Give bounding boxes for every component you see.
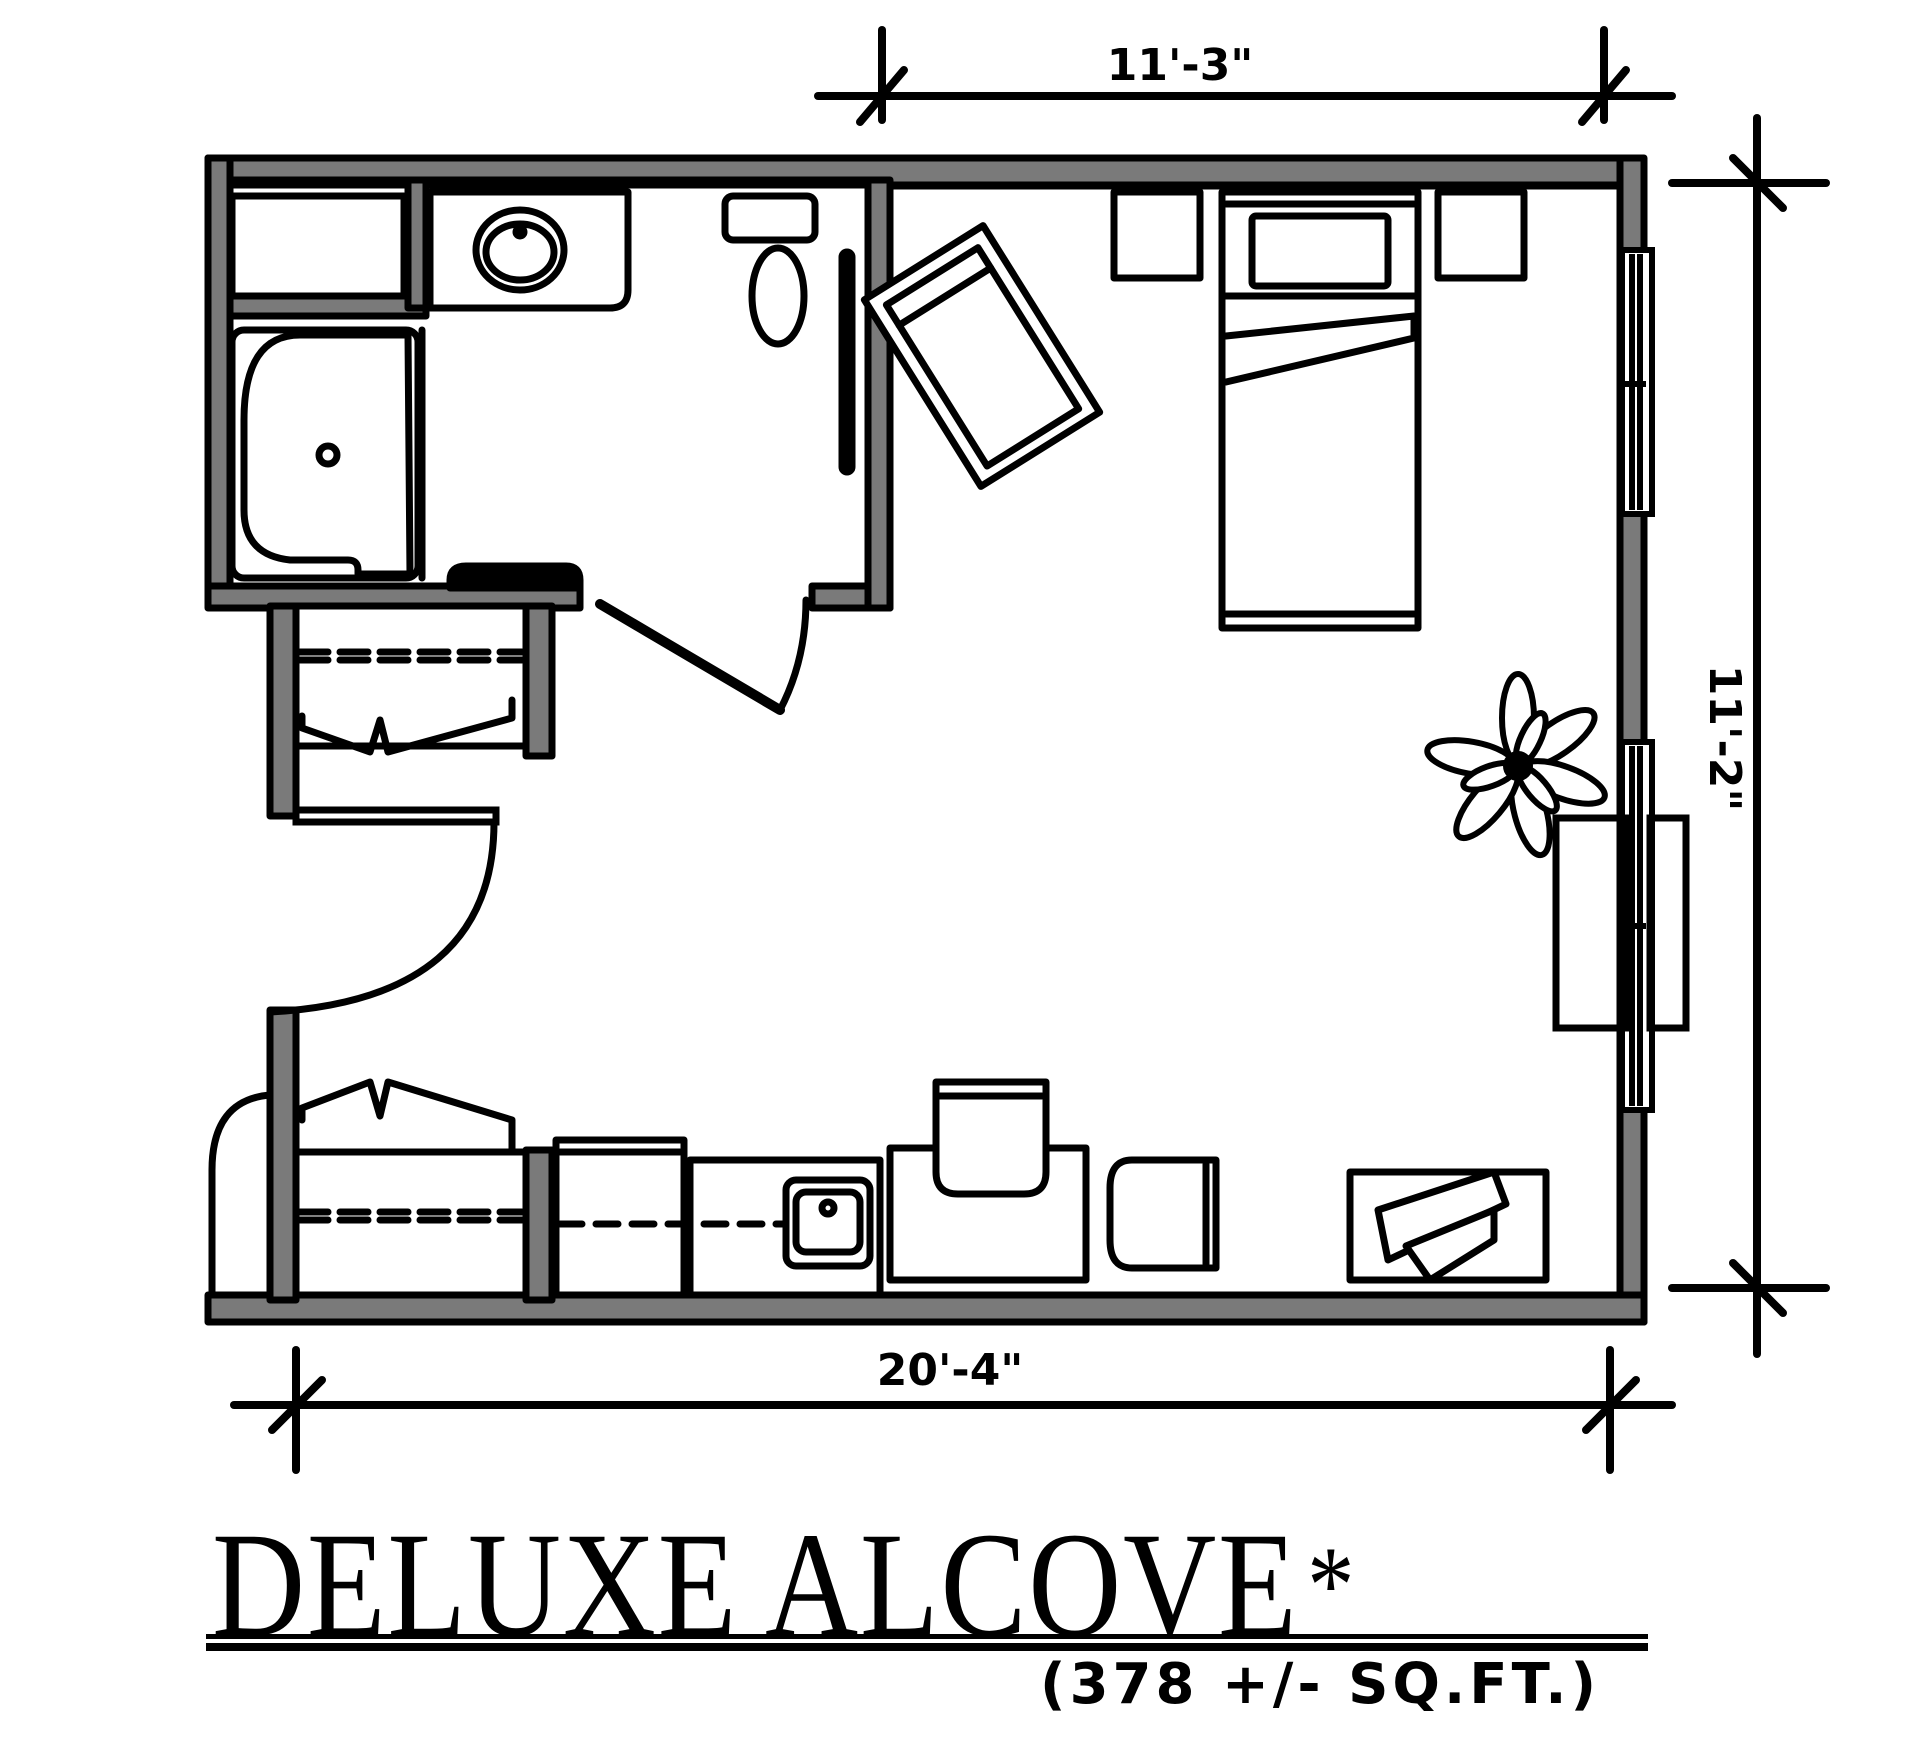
shower-drain bbox=[315, 442, 341, 468]
bedroom bbox=[860, 188, 1528, 632]
dimension-top-label: 11'-3" bbox=[1107, 40, 1254, 91]
dimension-right-label: 11'-2" bbox=[1699, 665, 1750, 812]
dimension-top bbox=[814, 26, 1676, 126]
television bbox=[1374, 1168, 1510, 1264]
dresser bbox=[1552, 814, 1690, 1032]
bathroom-door bbox=[595, 599, 785, 715]
area-label: (378 +/- SQ.FT.) bbox=[1040, 1652, 1601, 1717]
bed-sheet-fold bbox=[1222, 312, 1418, 386]
dimension-bottom bbox=[230, 1346, 1676, 1474]
entry-door-swing bbox=[266, 818, 498, 1016]
bathroom-door-swing bbox=[776, 596, 810, 714]
nightstand-right bbox=[1434, 188, 1528, 282]
grab-bar bbox=[838, 248, 856, 476]
plant bbox=[1424, 671, 1608, 859]
dimension-right bbox=[1668, 114, 1830, 1358]
desk-area bbox=[886, 1078, 1550, 1284]
armchair bbox=[860, 222, 1104, 490]
kitchenette bbox=[552, 1136, 884, 1299]
title-rule-bottom bbox=[206, 1643, 1648, 1651]
exterior-door-swing bbox=[208, 1091, 274, 1299]
asterisk-icon: * bbox=[1307, 1524, 1357, 1646]
side-chair bbox=[1106, 1156, 1220, 1272]
lower-closet-bifold bbox=[298, 1078, 516, 1154]
title-rule-top bbox=[206, 1634, 1648, 1639]
bathroom bbox=[228, 188, 856, 715]
dimension-bottom-label: 20'-4" bbox=[877, 1345, 1024, 1396]
nightstand-left bbox=[1110, 188, 1204, 282]
upper-closet-bifold bbox=[298, 696, 516, 756]
lower-closet bbox=[208, 1078, 530, 1299]
toilet-bowl bbox=[748, 244, 808, 348]
refrigerator bbox=[552, 1136, 688, 1299]
upper-closet bbox=[292, 602, 530, 820]
pillow bbox=[1248, 212, 1392, 290]
toilet-tank bbox=[721, 192, 819, 244]
bath-threshold bbox=[446, 562, 584, 592]
entry-door bbox=[266, 806, 500, 1016]
desk-chair bbox=[932, 1078, 1050, 1198]
linen-closet bbox=[228, 192, 408, 300]
